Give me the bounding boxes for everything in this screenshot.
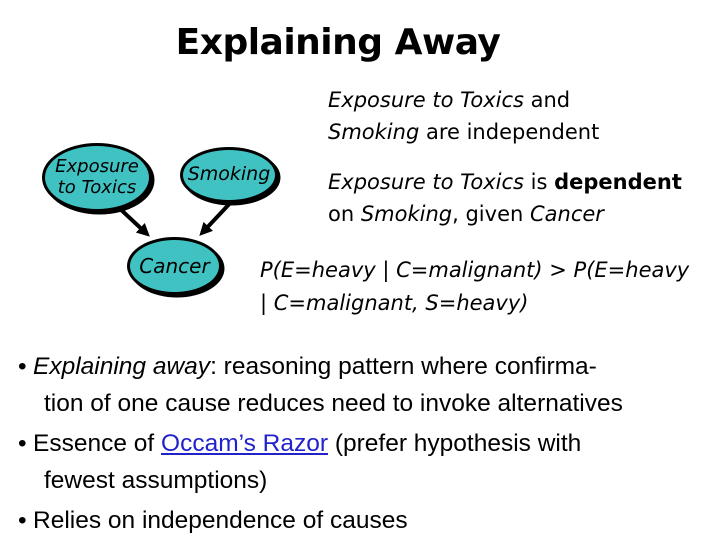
bullet-line: •Explaining away: reasoning pattern wher…	[0, 349, 714, 386]
text-segment: Smoking	[328, 120, 420, 144]
bullet-marker: •	[18, 430, 27, 457]
text-segment: and	[523, 88, 571, 112]
bullet-explaining-away: •Explaining away: reasoning pattern wher…	[0, 349, 714, 422]
page-title: Explaining Away	[175, 22, 501, 63]
text-segment: : reasoning pattern where confirma-	[210, 353, 597, 380]
statement-line: Smoking are independent	[328, 116, 599, 148]
bullet-line: tion of one cause reduces need to invoke…	[44, 389, 623, 417]
bullet-independence-of-causes: •Relies on independence of causes	[0, 503, 714, 540]
bullet-line: •Essence of Occam’s Razor (prefer hypoth…	[0, 426, 714, 463]
text-segment: (prefer hypothesis with	[328, 430, 582, 457]
text-segment: are independent	[419, 120, 600, 144]
formula-line: | C=malignant, S=heavy)	[260, 291, 529, 315]
occams-razor-link[interactable]: Occam’s Razor	[161, 430, 329, 457]
arrow-smoking-to-cancer	[199, 197, 236, 236]
diagram-arrows	[115, 197, 236, 237]
statement-line: on Smoking, given Cancer	[328, 198, 682, 230]
node-label: Cancer	[139, 253, 210, 278]
bullet-occams-razor: •Essence of Occam’s Razor (prefer hypoth…	[0, 426, 714, 499]
text-segment: dependent	[554, 170, 682, 194]
text-segment: Exposure to Toxics	[328, 170, 524, 194]
text-segment: Relies on independence of causes	[33, 507, 408, 534]
bullet-line: •Relies on independence of causes	[0, 503, 714, 540]
bullet-marker: •	[18, 353, 27, 380]
text-segment: , given	[452, 202, 530, 226]
text-segment: Explaining away	[33, 353, 211, 380]
bullet-marker: •	[18, 507, 27, 534]
statement-line: Exposure to Toxics and	[328, 84, 599, 116]
text-segment: Smoking	[360, 202, 453, 226]
text-segment: Essence of	[33, 430, 162, 457]
formula-line: P(E=heavy | C=malignant) > P(E=heavy	[260, 258, 690, 282]
dependence-statement: Exposure to Toxics is dependent on Smoki…	[328, 166, 682, 230]
bullet-line: fewest assumptions)	[44, 466, 268, 494]
node-label: to Toxics	[57, 176, 137, 198]
independence-statement: Exposure to Toxics and Smoking are indep…	[328, 84, 599, 148]
node-smoking: Smoking	[180, 147, 278, 203]
text-segment: is	[523, 170, 555, 194]
node-label: Exposure	[55, 156, 139, 178]
bayes-net-diagram: Exposure to Toxics Smoking Cancer	[0, 130, 330, 315]
node-label: Smoking	[187, 163, 271, 186]
text-segment: on	[328, 202, 361, 226]
bullet-list: •Explaining away: reasoning pattern wher…	[0, 349, 714, 540]
text-segment: Exposure to Toxics	[328, 88, 524, 112]
statement-line: Exposure to Toxics is dependent	[328, 166, 682, 198]
node-exposure-to-toxics: Exposure to Toxics	[42, 143, 152, 212]
node-cancer: Cancer	[127, 237, 222, 295]
arrow-exposure-to-cancer	[115, 204, 150, 237]
probability-formula: P(E=heavy | C=malignant) > P(E=heavy | C…	[260, 254, 689, 320]
text-segment: Cancer	[529, 202, 604, 226]
